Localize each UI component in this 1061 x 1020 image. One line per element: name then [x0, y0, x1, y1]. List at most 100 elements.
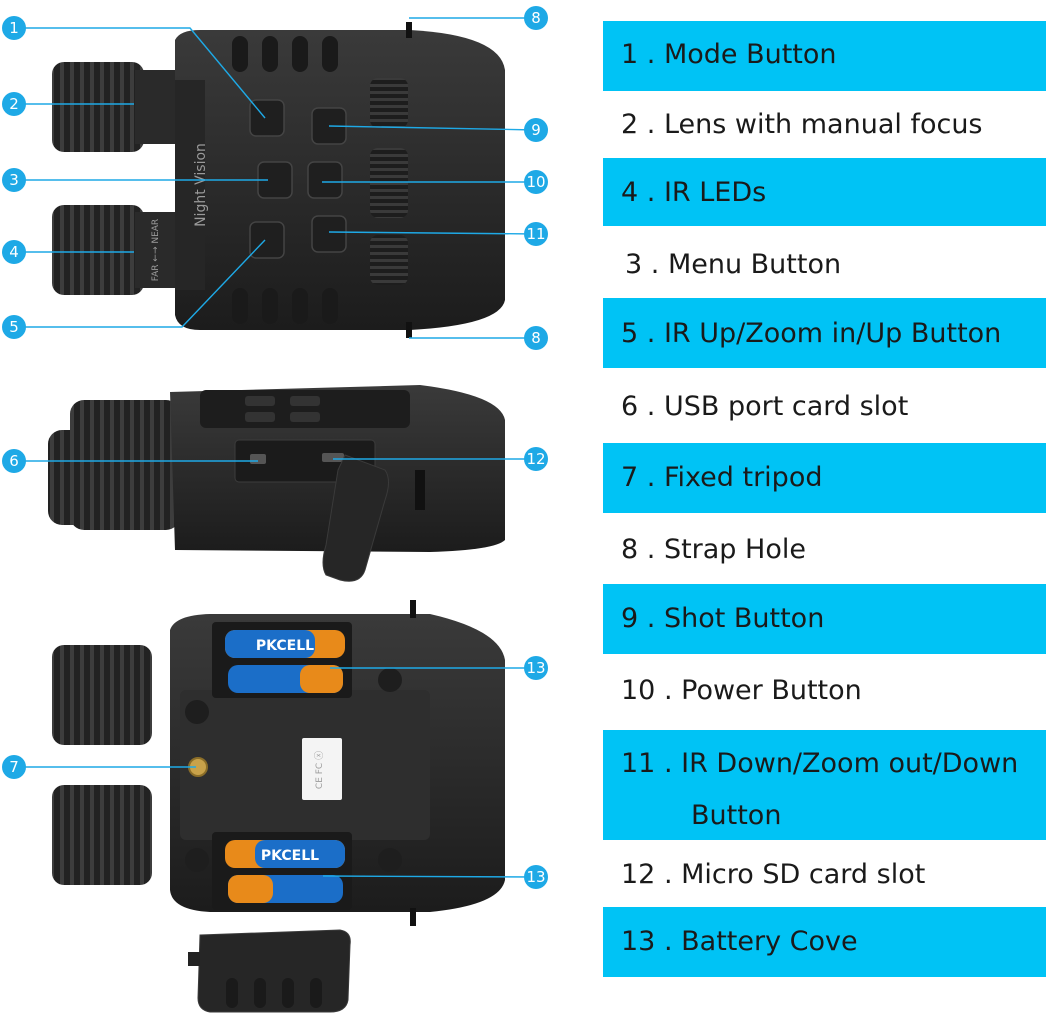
legend-num: 10 .	[621, 675, 673, 706]
marker-circle	[2, 16, 26, 40]
marker-circle	[524, 656, 548, 680]
marker-circle	[2, 315, 26, 339]
marker-13b: 13	[524, 865, 548, 889]
side-view	[48, 385, 505, 582]
legend-num: 9 .	[621, 603, 656, 634]
legend-text: Menu Button	[667, 249, 842, 280]
top-view: FAR ←→ NEAR Night Vision	[52, 22, 505, 338]
marker-label: 8	[531, 329, 541, 347]
marker-circle	[524, 222, 548, 246]
marker-label: 13	[526, 868, 545, 886]
marker-circle	[524, 6, 548, 30]
legend-num: 3 .	[625, 249, 660, 280]
legend-text: IR Up/Zoom in/Up Button	[663, 318, 1002, 349]
marker-11: 11	[524, 222, 548, 246]
device-diagram: FAR ←→ NEAR Night Vision	[2, 6, 548, 1013]
marker-label: 3	[9, 171, 19, 189]
legend-text-continued: Button	[691, 800, 782, 831]
ir-grille-3	[370, 235, 408, 285]
marker-7: 7	[2, 755, 26, 779]
legend-item-11: 11 . IR Down/Zoom out/Down Button	[603, 730, 1046, 840]
legend-text: Micro SD card slot	[681, 859, 926, 890]
port-cover-flap[interactable]	[322, 454, 389, 582]
sd-card-slot[interactable]	[322, 453, 344, 462]
marker-3: 3	[2, 168, 26, 192]
legend-item-12: 12 . Micro SD card slot	[603, 846, 1046, 906]
marker-label: 12	[526, 450, 545, 468]
marker-label: 9	[531, 121, 541, 139]
strap-hole-bottom	[406, 322, 412, 338]
marker-9: 9	[524, 118, 548, 142]
marker-12: 12	[524, 447, 548, 471]
legend-text: Shot Button	[663, 603, 825, 634]
legend-text: Lens with manual focus	[663, 109, 983, 140]
marker-label: 2	[9, 95, 19, 113]
legend-item-9: 9 . Shot Button	[603, 584, 1046, 654]
cert-label	[302, 738, 342, 800]
battery-brand-bottom: PKCELL	[261, 848, 319, 864]
legend-text: Power Button	[681, 675, 862, 706]
marker-label: 13	[526, 659, 545, 677]
marker-2: 2	[2, 92, 26, 116]
battery-cover[interactable]	[197, 929, 351, 1013]
marker-label: 5	[9, 318, 19, 336]
legend-item-1: 1 . Mode Button	[603, 21, 1046, 91]
ir-grille-1	[370, 78, 408, 128]
legend-num: 6 .	[621, 391, 656, 422]
marker-circle	[2, 755, 26, 779]
cert-marks: CE FC ⓧ	[314, 751, 325, 789]
legend-item-10: 10 . Power Button	[603, 662, 1046, 722]
legend-num: 5 .	[621, 318, 656, 349]
upper-lens	[52, 62, 175, 152]
ir-grille-2	[370, 148, 408, 218]
power-button[interactable]	[307, 161, 343, 199]
marker-label: 7	[9, 758, 19, 776]
night-vision-label: Night Vision	[193, 143, 209, 227]
legend-text: Mode Button	[663, 39, 837, 70]
marker-10: 10	[524, 170, 548, 194]
ir-down-button[interactable]	[311, 215, 347, 253]
marker-circle	[2, 449, 26, 473]
marker-label: 1	[9, 19, 19, 37]
top-grips	[232, 36, 338, 324]
marker-circle	[524, 865, 548, 889]
battery-bay-bottom: PKCELL	[212, 832, 352, 910]
callout-lines	[14, 17, 537, 878]
marker-4: 4	[2, 240, 26, 264]
ir-up-button[interactable]	[249, 221, 285, 259]
battery-bay-top: PKCELL	[212, 622, 352, 698]
callout-line-1	[14, 27, 266, 119]
legend-num: 2 .	[621, 109, 656, 140]
usb-port[interactable]	[250, 454, 266, 464]
marker-6: 6	[2, 449, 26, 473]
mode-button[interactable]	[249, 99, 285, 137]
marker-label: 4	[9, 243, 19, 261]
marker-13a: 13	[524, 656, 548, 680]
legend-text: Battery Cove	[681, 926, 858, 957]
marker-circle	[524, 447, 548, 471]
legend-num: 8 .	[621, 534, 656, 565]
marker-circle	[524, 118, 548, 142]
strap-hole-top	[406, 22, 412, 38]
legend-item-5: 5 . IR Up/Zoom in/Up Button	[603, 298, 1046, 368]
legend-num: 13 .	[621, 926, 673, 957]
bottom-view: CE FC ⓧ PKCELL PKCELL	[52, 600, 505, 1013]
marker-5: 5	[2, 315, 26, 339]
legend-num: 12 .	[621, 859, 673, 890]
marker-circle	[524, 326, 548, 350]
legend-item-8: 8 . Strap Hole	[603, 521, 1046, 581]
legend-item-3: 3 . Menu Button	[603, 236, 1046, 296]
callout-line-5	[14, 239, 266, 328]
legend-text: Strap Hole	[663, 534, 806, 565]
marker-8b: 8	[524, 326, 548, 350]
callout-line-9	[328, 125, 537, 131]
legend-item-13: 13 . Battery Cove	[603, 907, 1046, 977]
legend-num: 4 .	[621, 177, 656, 208]
legend-text: IR LEDs	[663, 177, 767, 208]
legend-item-7: 7 . Fixed tripod	[603, 443, 1046, 513]
marker-label: 10	[526, 173, 545, 191]
legend-item-6: 6 . USB port card slot	[603, 378, 1046, 438]
battery-brand-top: PKCELL	[256, 638, 314, 654]
legend-text: IR Down/Zoom out/Down	[681, 748, 1019, 779]
